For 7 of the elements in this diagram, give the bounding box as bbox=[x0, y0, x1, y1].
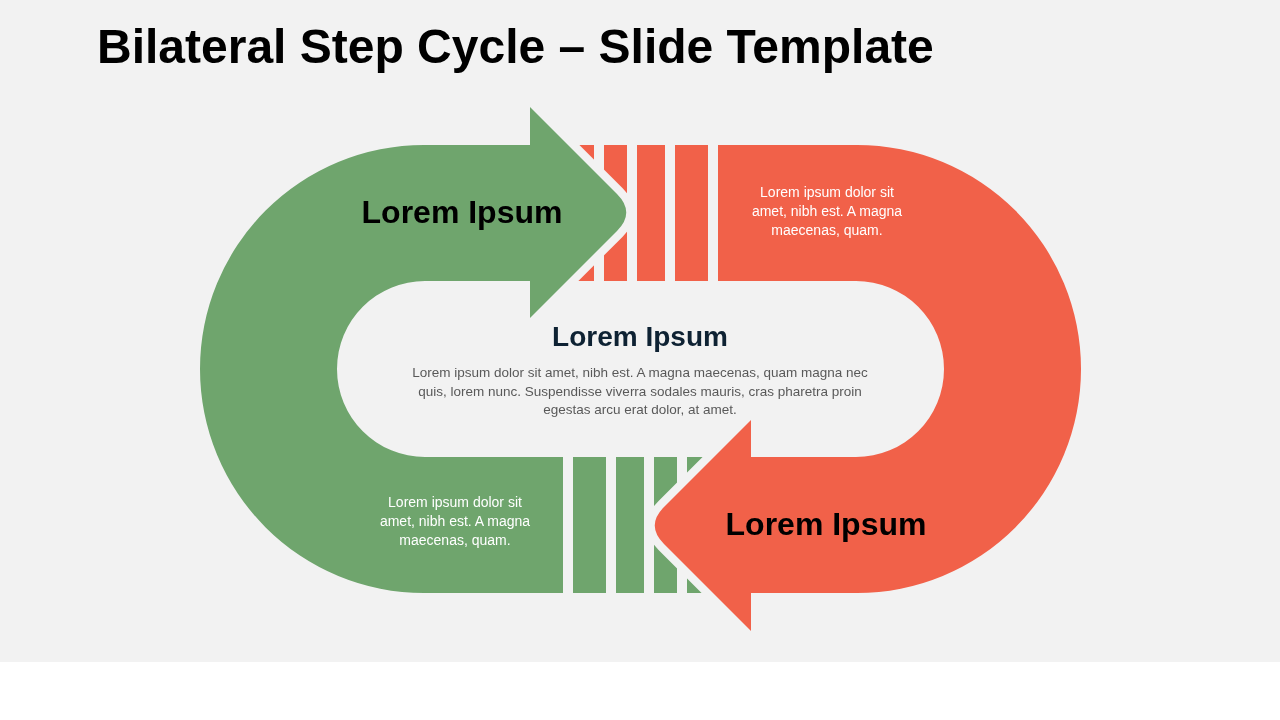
center-heading: Lorem Ipsum bbox=[551, 320, 729, 354]
arrow-heading: Lorem Ipsum bbox=[360, 193, 564, 231]
slide-title: Bilateral Step Cycle – Slide Template bbox=[97, 19, 934, 75]
center-description: Lorem ipsum dolor sit amet, nibh est. A magna maecenas, quam magna nec quis, lorem nunc. Suspendisse viverra sodales mauris, cras pharetra proin egestas arcu erat dolor, at amet. bbox=[411, 364, 869, 419]
arrow-heading: Lorem Ipsum bbox=[724, 505, 928, 543]
arrow-description: Lorem ipsum dolor sit amet, nibh est. A magna maecenas, quam. bbox=[750, 183, 904, 240]
arrow-description: Lorem ipsum dolor sit amet, nibh est. A magna maecenas, quam. bbox=[378, 493, 532, 550]
